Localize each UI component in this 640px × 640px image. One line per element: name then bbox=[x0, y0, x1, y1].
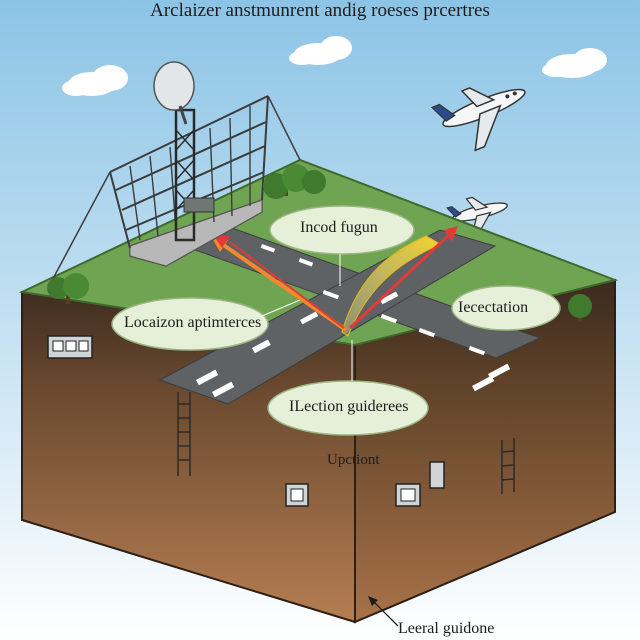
label-oval-bottom bbox=[267, 380, 429, 436]
tree-icon bbox=[568, 294, 592, 322]
leader-lines bbox=[261, 254, 353, 381]
label-middle-right: Iecectation bbox=[458, 299, 529, 316]
utility-box-icon bbox=[395, 483, 421, 507]
cloud-icon bbox=[62, 65, 128, 96]
cloud-icon bbox=[289, 36, 352, 65]
label-bottom-center: ILection guiderees bbox=[289, 398, 409, 415]
utility-box-icon bbox=[285, 483, 309, 507]
antenna-tower bbox=[47, 95, 301, 289]
airplane-icon bbox=[430, 87, 526, 152]
utility-box-icon bbox=[429, 461, 445, 489]
tree-icon bbox=[47, 273, 89, 304]
label-oval-top bbox=[269, 205, 415, 255]
radar-dish-icon bbox=[153, 61, 195, 125]
footer-pointer-head bbox=[368, 596, 378, 606]
cloud-icon bbox=[542, 48, 607, 78]
diagram-title: Arclaizer anstmunrent andig roeses prcer… bbox=[150, 0, 490, 21]
label-middle-left: Locaizon aptimterces bbox=[124, 314, 262, 331]
runway-markings bbox=[196, 243, 511, 398]
red-arrow-head bbox=[444, 226, 458, 242]
orange-arrow bbox=[220, 242, 348, 332]
red-arrow-left bbox=[229, 241, 345, 329]
label-oval-right bbox=[451, 285, 561, 331]
footer-pointer bbox=[371, 599, 399, 627]
ladder-icon bbox=[501, 438, 515, 494]
red-arrow-left-head bbox=[214, 236, 230, 248]
utility-box-icon bbox=[47, 335, 93, 359]
label-top-center: Incod fugun bbox=[300, 219, 378, 236]
tree-icon bbox=[263, 164, 326, 199]
label-footer-callout: Leeral guidone bbox=[398, 620, 495, 637]
red-arrow bbox=[348, 230, 454, 330]
ladder-icon bbox=[177, 392, 191, 476]
label-oval-left bbox=[111, 297, 269, 351]
label-ground: Upctiont bbox=[327, 452, 380, 468]
